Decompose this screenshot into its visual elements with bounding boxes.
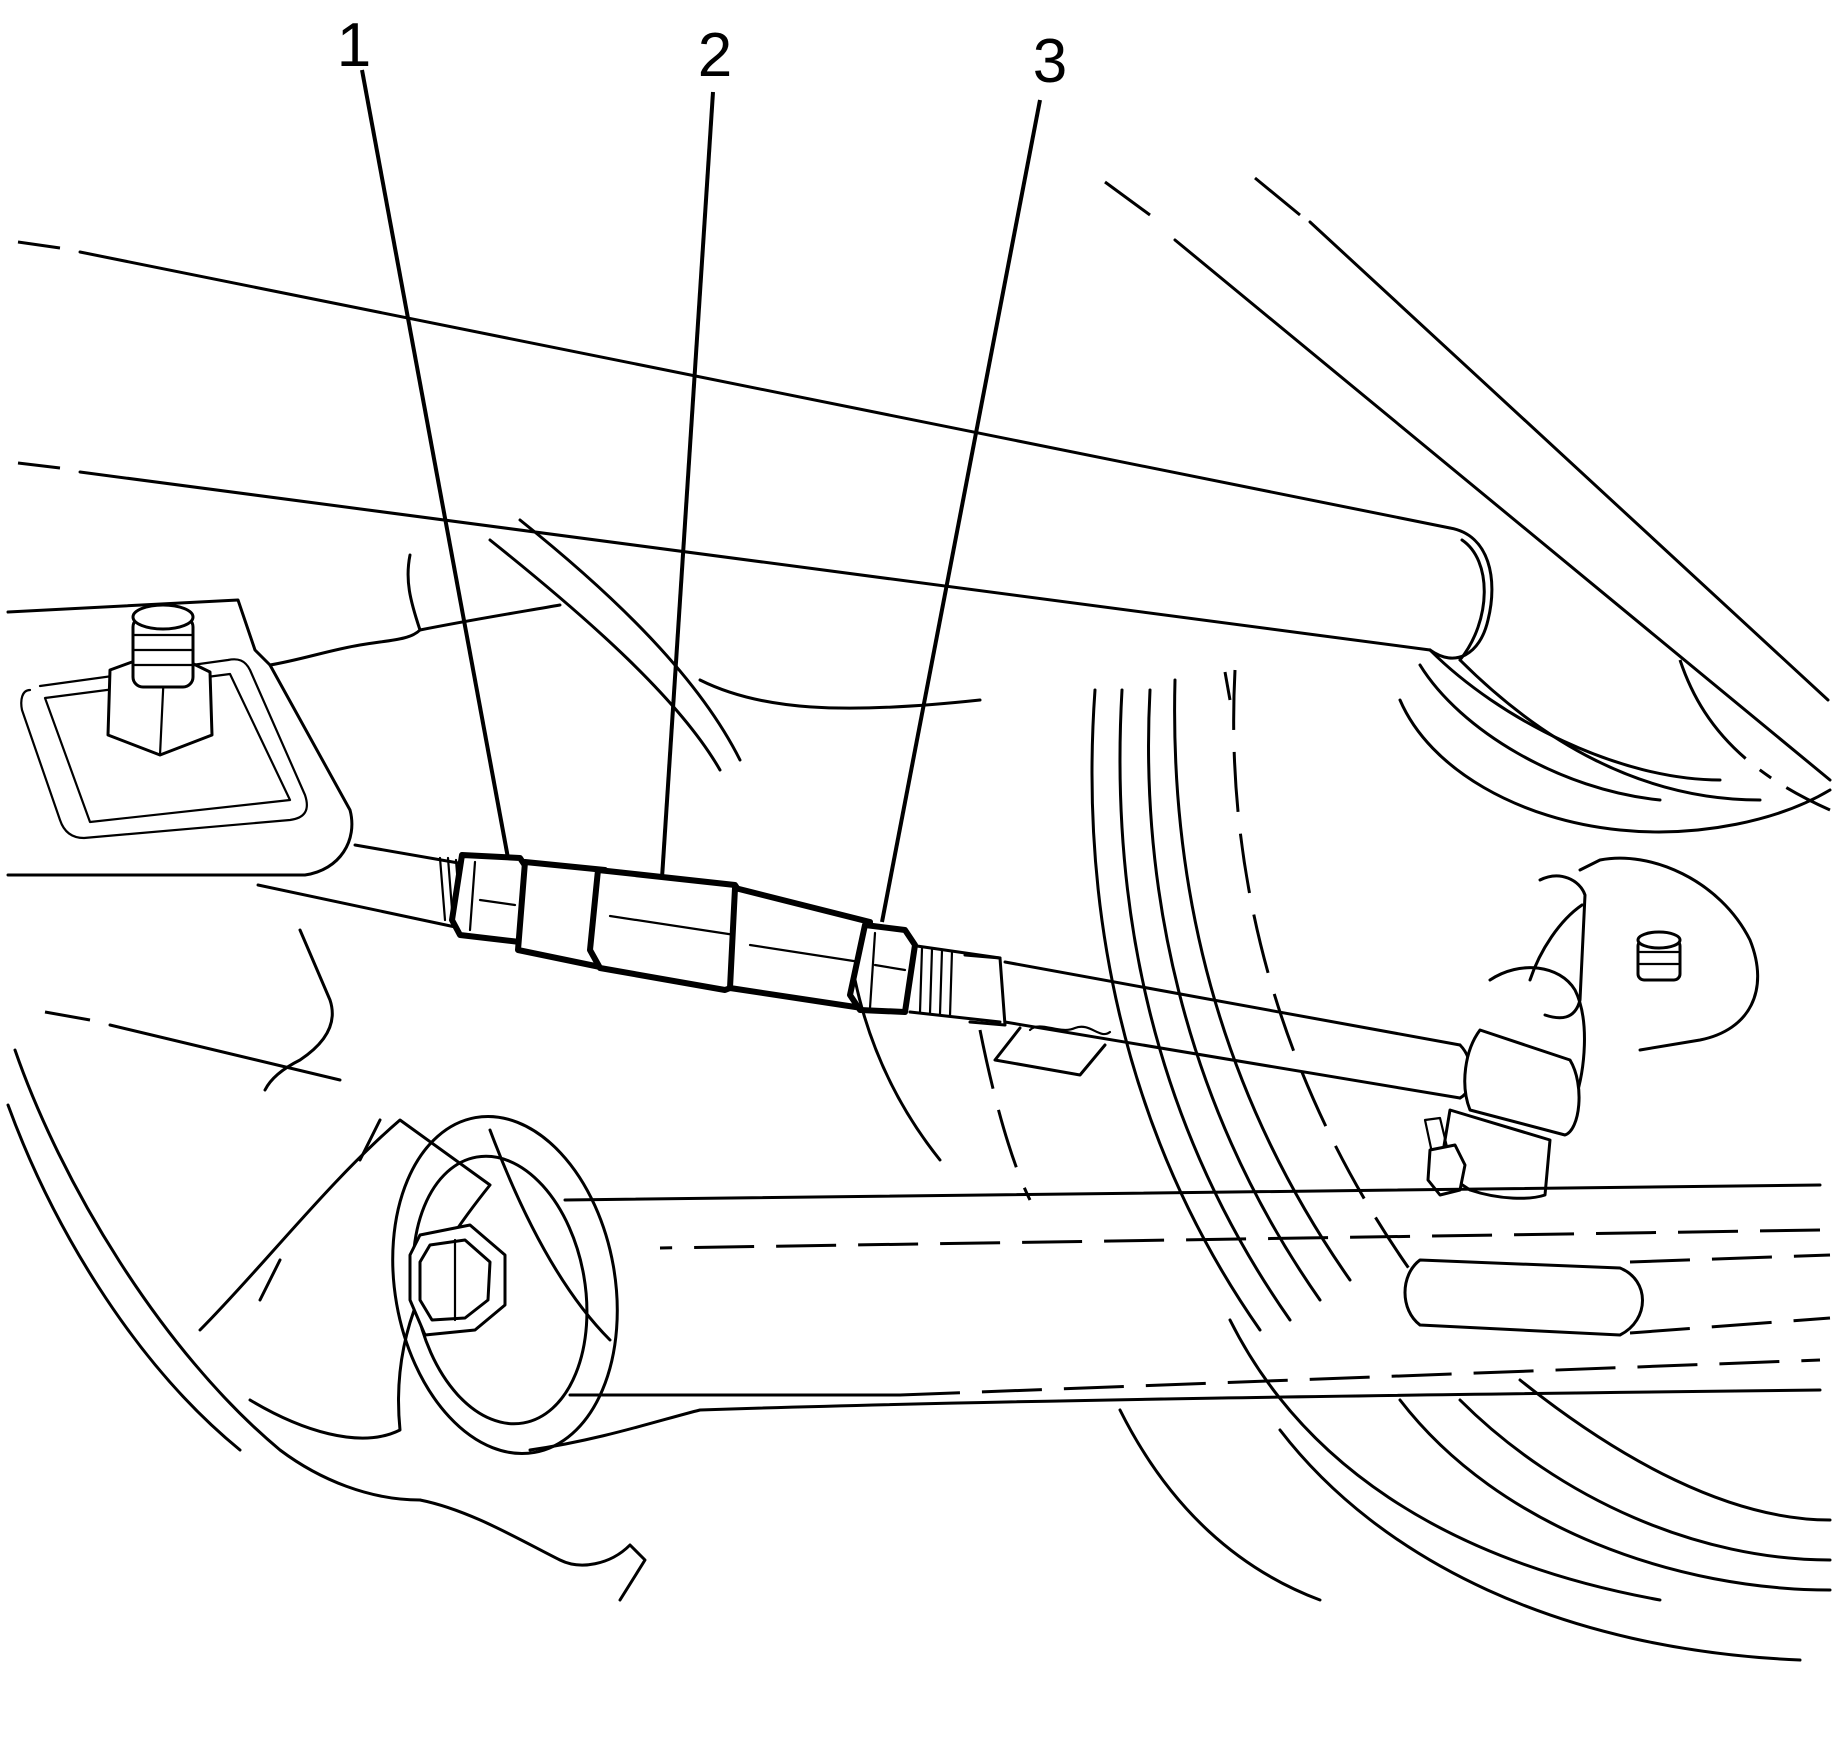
callout-2: 2	[698, 21, 732, 90]
tire	[1090, 669, 1832, 1662]
callout-3: 3	[1033, 27, 1067, 96]
stabilizer-bar	[17, 240, 1762, 802]
leader-2	[660, 91, 715, 879]
callout-1: 1	[337, 11, 371, 80]
outer-tie-rod-end	[1423, 856, 1760, 1200]
leader-3	[880, 99, 1042, 923]
subframe-bracket	[6, 553, 562, 877]
bracket-bolt	[106, 603, 214, 757]
leader-1	[360, 69, 510, 859]
jam-nut-outer	[847, 922, 918, 1015]
misc-lines	[263, 518, 1232, 1162]
jam-nut-inner	[449, 852, 531, 945]
frame-rail	[1104, 176, 1832, 782]
tie-rod	[256, 843, 1473, 1201]
knuckle-housing	[1398, 659, 1832, 834]
leader-lines	[360, 69, 1042, 923]
lower-control-arm	[6, 1010, 1831, 1602]
outer-threads	[918, 946, 954, 1018]
adjuster-sleeve	[449, 852, 918, 1015]
callouts: 1 2 3	[337, 11, 1067, 96]
control-arm-bushing	[198, 1114, 619, 1456]
